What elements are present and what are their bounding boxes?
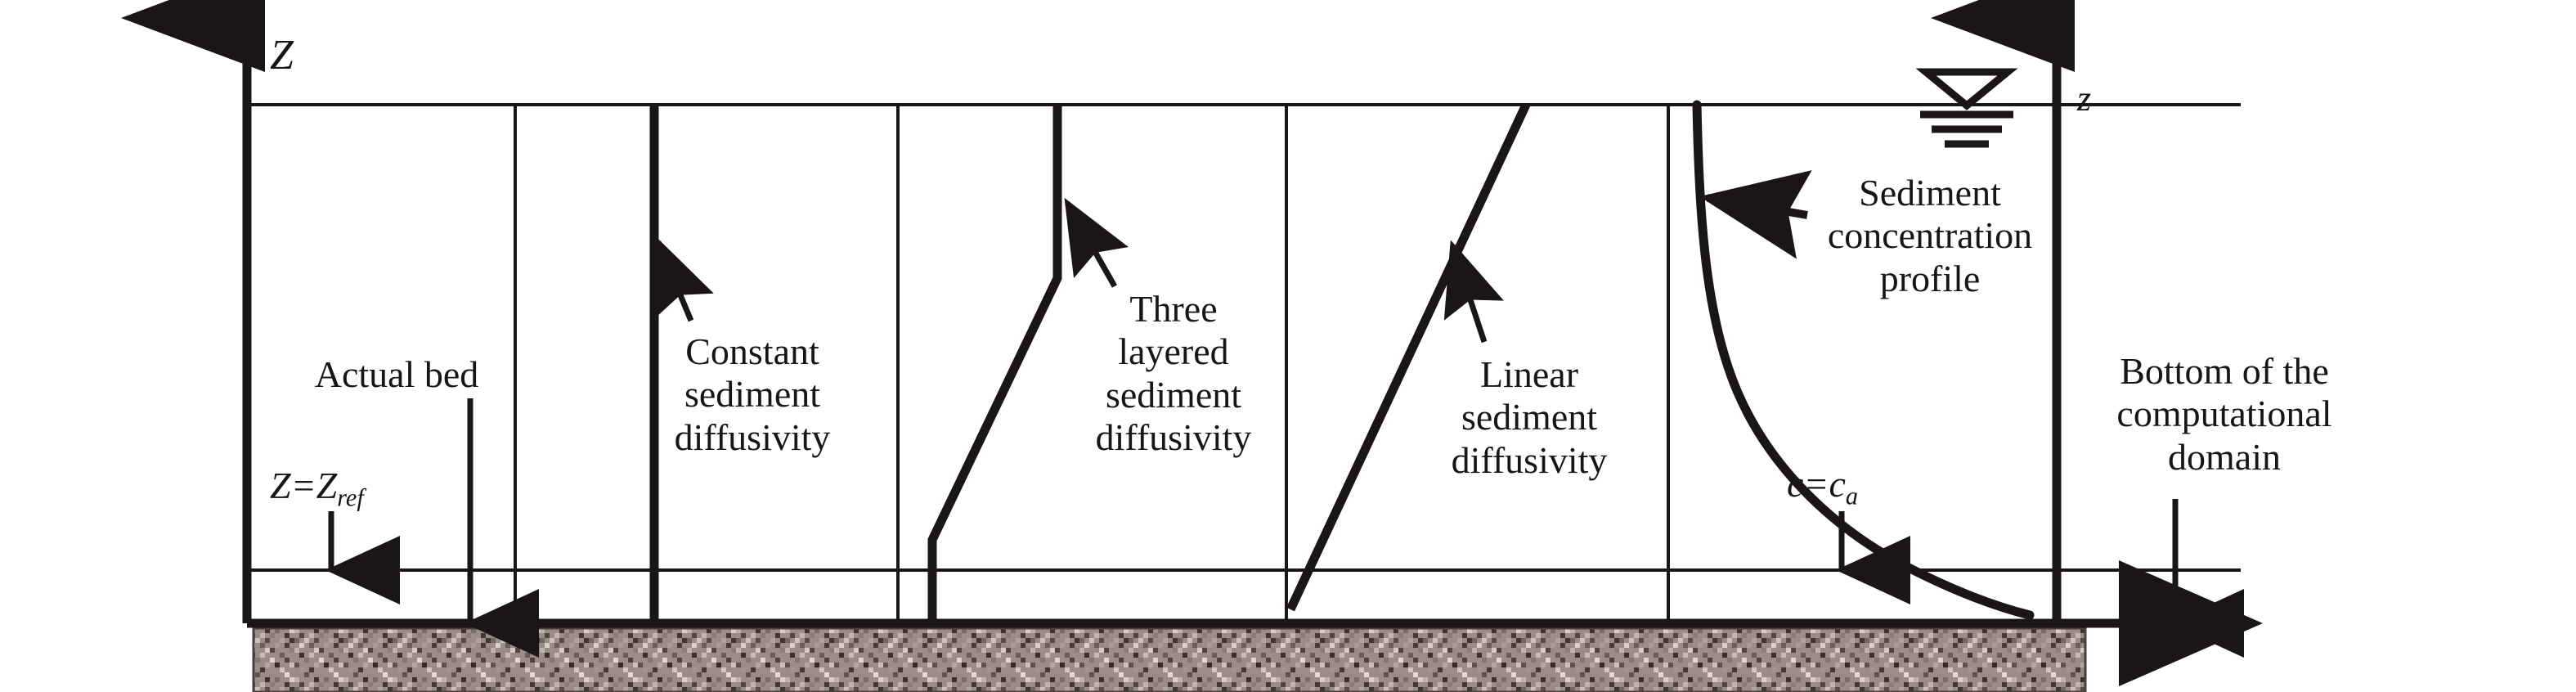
c-equals-ca-prefix: c=c (1787, 463, 1846, 505)
three-layered-diffusivity-label: Three layered sediment diffusivity (1095, 288, 1252, 459)
panel-dividers (514, 105, 1670, 623)
z-ref-subscript: ref (337, 483, 364, 512)
leader-sediment-concentration (1699, 170, 1812, 259)
bottom-of-domain-label: Bottom of the computational domain (2116, 350, 2332, 478)
sediment-bed (252, 627, 2087, 692)
water-table-symbol (1915, 68, 2018, 148)
z-axis-right-label: z (2077, 79, 2092, 119)
leader-linear-diffusivity (1443, 240, 1504, 344)
three-layered-diffusivity-profile (927, 105, 1062, 623)
z-ref-prefix: Z=Z (270, 465, 338, 506)
z-axis-label: Z (270, 32, 294, 79)
linear-diffusivity-label: Linear sediment diffusivity (1451, 353, 1608, 481)
leader-constant-diffusivity (655, 236, 714, 322)
linear-diffusivity-profile (1286, 102, 1530, 612)
actual-bed-label: Actual bed (314, 353, 479, 395)
z-ref-label: Z=Zref (270, 465, 458, 512)
c-equals-ca-subscript: a (1845, 482, 1859, 510)
c-equals-ca-label: c=ca (1787, 463, 1901, 510)
sediment-concentration-profile-label: Sediment concentration profile (1827, 172, 2033, 299)
constant-diffusivity-label: Constant sediment diffusivity (674, 330, 831, 458)
leader-three-layered (1064, 197, 1129, 288)
